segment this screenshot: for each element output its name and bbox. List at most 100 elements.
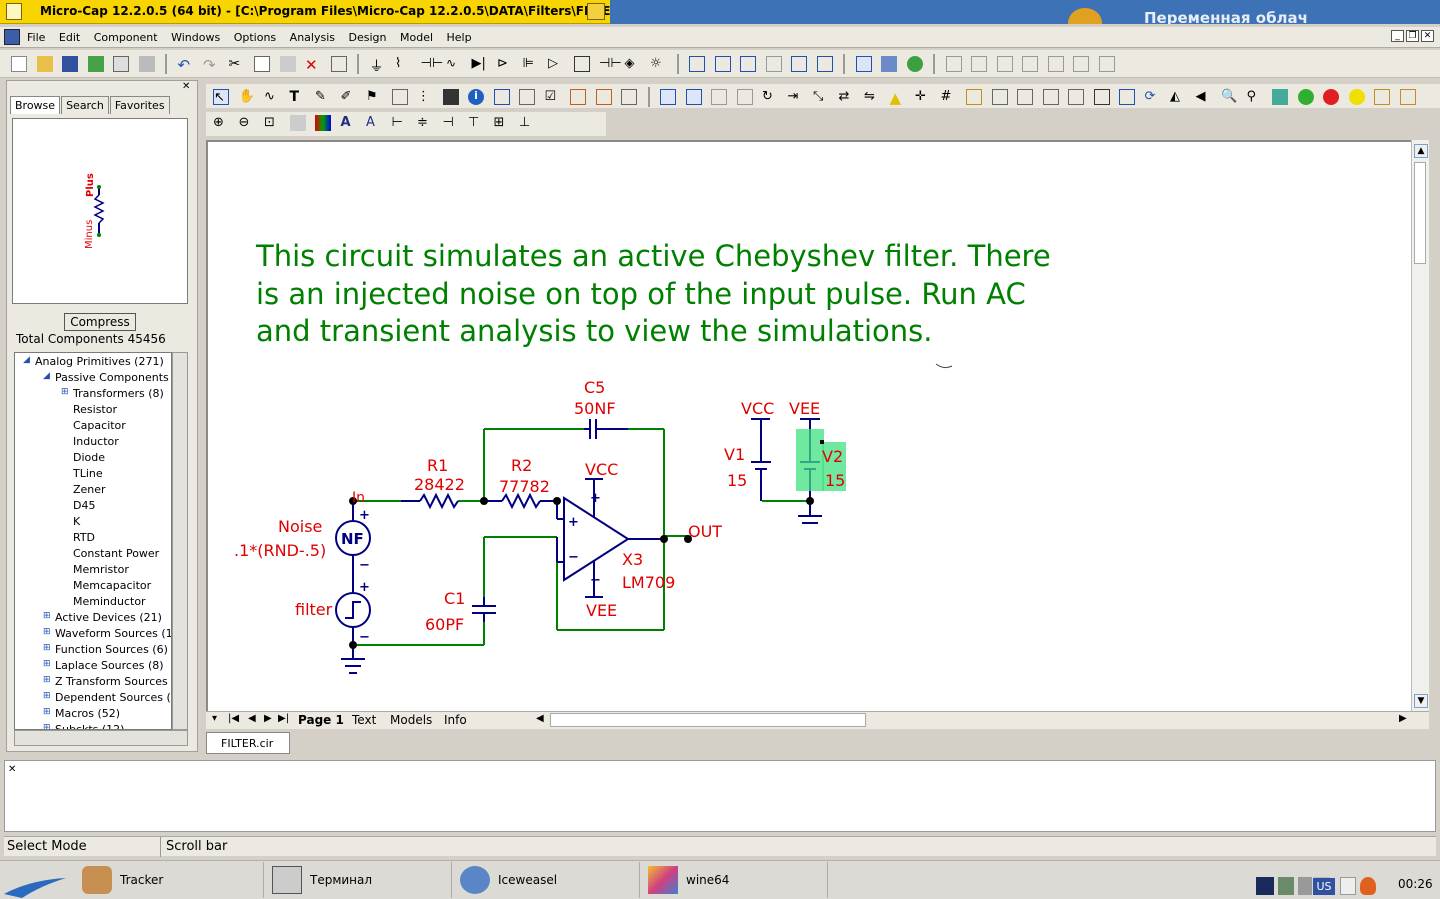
tree-node[interactable]: Transformers (8) xyxy=(73,387,164,400)
region-enable-icon[interactable] xyxy=(391,89,408,105)
resistor-component-icon[interactable]: ⌇ xyxy=(395,56,402,71)
network-icon[interactable] xyxy=(1278,877,1294,895)
select-mode-icon[interactable]: ↖ xyxy=(213,89,229,105)
align-middle-icon[interactable]: ⊞ xyxy=(493,115,505,130)
rubberband-icon[interactable] xyxy=(711,89,727,105)
align-bottom-icon[interactable]: ⊥ xyxy=(519,115,531,130)
tree-expander-icon[interactable]: ⊞ xyxy=(43,675,51,685)
capacitor-component-icon[interactable]: ⊣⊢ xyxy=(420,56,444,71)
opamp-component-icon[interactable]: ▷ xyxy=(548,56,558,71)
tree-node[interactable]: Laplace Sources (8) xyxy=(55,659,164,672)
tree-node[interactable]: Memristor xyxy=(73,563,129,576)
point-to-end-icon[interactable] xyxy=(519,89,535,105)
canvas-vertical-scrollbar[interactable]: ▲ ▼ xyxy=(1411,140,1429,712)
find-icon[interactable]: 🔍 xyxy=(1221,89,1238,104)
menu-windows[interactable]: Windows xyxy=(171,31,221,44)
grid-text-icon[interactable] xyxy=(595,89,612,105)
tab-page-1[interactable]: Page 1 xyxy=(298,713,344,727)
grid-icon[interactable]: # xyxy=(940,89,952,104)
save-icon[interactable] xyxy=(62,56,78,72)
refresh-icon[interactable]: ⟳ xyxy=(1144,89,1156,104)
model-icon[interactable] xyxy=(1022,56,1038,72)
volume-icon[interactable] xyxy=(1298,877,1312,895)
lamp-component-icon[interactable]: ☼ xyxy=(650,56,662,71)
task-wine64[interactable]: wine64 xyxy=(640,862,828,898)
flip-y-icon[interactable]: ◀ xyxy=(1195,89,1206,104)
probe-icon[interactable] xyxy=(945,56,962,72)
calculator-icon[interactable] xyxy=(816,56,833,72)
restore-window-icon[interactable] xyxy=(587,3,605,20)
tab-info[interactable]: Info xyxy=(444,713,467,727)
tree-expander-icon[interactable]: ⊞ xyxy=(43,707,51,717)
start-menu-button[interactable] xyxy=(0,862,74,898)
tree-node[interactable]: Meminductor xyxy=(73,595,146,608)
redo-icon[interactable]: ↷ xyxy=(203,56,216,74)
tree-node[interactable]: Function Sources (6) xyxy=(55,643,168,656)
macro-component-icon[interactable] xyxy=(573,56,590,72)
node-numbers-icon[interactable] xyxy=(621,89,637,105)
wire-mode-icon[interactable]: ∿ xyxy=(264,89,275,104)
document-system-icon[interactable] xyxy=(4,29,20,45)
ground-component-icon[interactable]: ⏚ xyxy=(369,59,384,75)
scroll-up-icon[interactable]: ▲ xyxy=(1414,144,1428,158)
tree-node[interactable]: Analog Primitives (271) xyxy=(35,355,164,368)
mirror-icon[interactable]: ⇋ xyxy=(864,89,875,104)
yellow-dots-icon[interactable] xyxy=(1348,89,1365,105)
flag-mode-icon[interactable]: ⚑ xyxy=(366,89,378,104)
previous-page-icon[interactable]: ◀ xyxy=(248,713,256,724)
tree-node[interactable]: Resistor xyxy=(73,403,117,416)
tree-node[interactable]: D45 xyxy=(73,499,96,512)
attribute-text-icon[interactable] xyxy=(570,89,586,105)
cut-icon[interactable]: ✂ xyxy=(228,56,241,72)
tree-expander-icon[interactable]: ⊞ xyxy=(43,643,51,653)
pan-mode-icon[interactable]: ✋ xyxy=(238,89,255,104)
delete-icon[interactable]: ✕ xyxy=(305,56,318,74)
show-model-icon[interactable] xyxy=(685,89,702,105)
tile-vertical-icon[interactable] xyxy=(714,56,731,72)
step-component-icon[interactable]: ⤡ xyxy=(813,89,824,104)
tree-node[interactable]: RTD xyxy=(73,531,96,544)
cascade-windows-icon[interactable] xyxy=(689,56,705,72)
tree-node[interactable]: Passive Components (21 xyxy=(55,371,171,384)
copy-icon[interactable] xyxy=(254,56,270,72)
menu-component[interactable]: Component xyxy=(93,31,158,44)
delete-page-icon[interactable] xyxy=(1042,89,1059,105)
tree-node[interactable]: Memcapacitor xyxy=(73,579,152,592)
menu-help[interactable]: Help xyxy=(446,31,472,44)
tree-node[interactable]: Waveform Sources (14) xyxy=(55,627,172,640)
zoom-out-icon[interactable]: ⊖ xyxy=(238,115,250,130)
scroll-down-icon[interactable]: ▼ xyxy=(1414,694,1428,708)
zoom-in-icon[interactable]: ⊕ xyxy=(213,115,224,130)
bus-mode-icon[interactable]: ⋮ xyxy=(417,89,430,104)
last-page-icon[interactable]: ▶| xyxy=(278,713,290,724)
checkmark-icon[interactable]: ☑ xyxy=(544,89,557,104)
fit-to-window-icon[interactable] xyxy=(1093,89,1110,105)
warning-icon[interactable]: ▲ xyxy=(889,89,902,107)
tree-expander-icon[interactable]: ⊞ xyxy=(43,723,51,730)
print-icon[interactable] xyxy=(138,56,155,72)
tree-expander-icon[interactable]: ⊞ xyxy=(43,659,51,669)
tree-horizontal-scrollbar[interactable] xyxy=(14,730,188,746)
menu-options[interactable]: Options xyxy=(233,31,277,44)
align-right-icon[interactable]: ⊣ xyxy=(442,115,454,130)
undo-icon[interactable]: ↶ xyxy=(177,56,191,74)
green-arrow-icon[interactable] xyxy=(1297,89,1314,105)
info-icon[interactable]: i xyxy=(468,89,484,105)
new-file-icon[interactable] xyxy=(11,56,27,72)
tree-expander-icon[interactable]: ⊞ xyxy=(43,627,51,637)
tree-node[interactable]: Inductor xyxy=(73,435,119,448)
ungroup-icon[interactable] xyxy=(1399,89,1416,105)
mosfet-component-icon[interactable]: ⊫ xyxy=(522,56,534,71)
tree-node[interactable]: Dependent Sources (8) xyxy=(55,691,172,704)
flip-x-icon[interactable]: ◭ xyxy=(1170,89,1180,104)
numeric-output-icon[interactable] xyxy=(971,56,987,72)
diode-component-icon[interactable]: ▶| xyxy=(471,56,486,71)
keyboard-layout-indicator[interactable]: US xyxy=(1313,878,1335,895)
title-block-icon[interactable] xyxy=(966,89,982,105)
canvas-horizontal-thumb[interactable] xyxy=(550,713,866,727)
tree-node[interactable]: TLine xyxy=(73,467,103,480)
globe-icon[interactable] xyxy=(906,56,923,72)
tree-expander-icon[interactable]: ⊞ xyxy=(43,691,51,701)
schematic-canvas[interactable]: This circuit simulates an active Chebysh… xyxy=(206,140,1411,711)
tree-node[interactable]: Zener xyxy=(73,483,106,496)
